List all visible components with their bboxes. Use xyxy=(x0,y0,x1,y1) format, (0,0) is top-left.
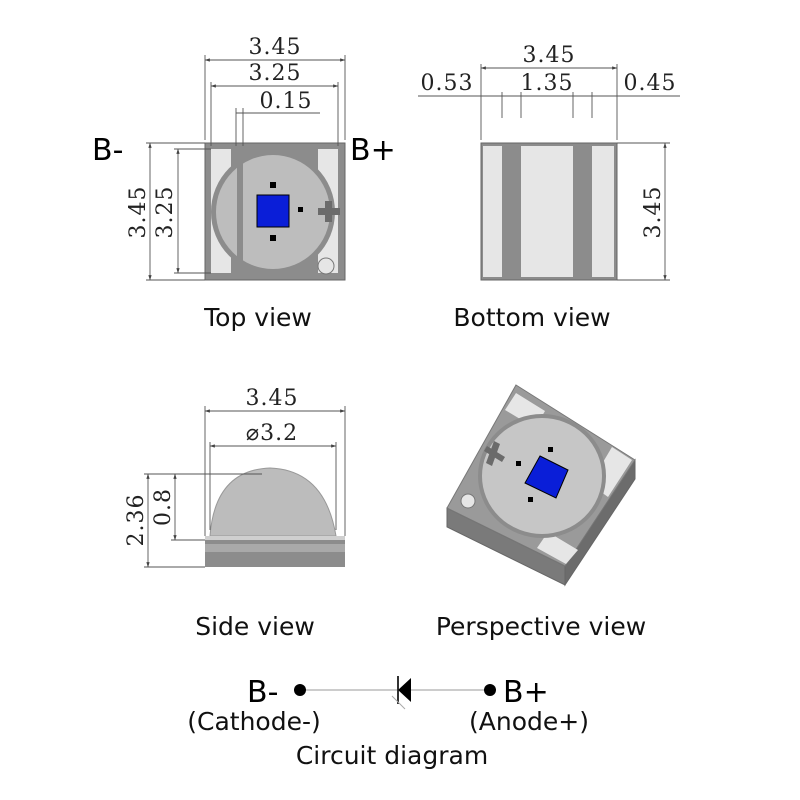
top-view-dim-width-inner: 3.25 xyxy=(249,61,302,86)
bottom-view-dim-center-pad: 1.35 xyxy=(521,71,574,96)
perspective-pad-bottom xyxy=(537,532,578,564)
top-view-dot-bottom xyxy=(270,235,276,241)
perspective-plus-marker-icon xyxy=(484,441,505,466)
top-view-label-left: B- xyxy=(92,133,123,168)
perspective-dot-3 xyxy=(528,497,533,502)
top-view-dim-gap: 0.15 xyxy=(260,89,313,114)
side-view-dim-width: 3.45 xyxy=(246,386,299,411)
side-view: 3.45 ⌀3.2 2.36 0.8 Side view xyxy=(124,386,346,641)
anode-terminal-dot xyxy=(484,684,496,696)
side-view-body-stripe xyxy=(205,544,345,552)
top-view-dot-top xyxy=(270,182,276,188)
top-view-chip xyxy=(256,194,290,228)
cathode-desc: (Cathode-) xyxy=(187,707,321,736)
top-view-polarity-circle xyxy=(317,257,335,275)
bottom-view-pad-right xyxy=(592,146,614,277)
side-view-dim-base-height: 0.8 xyxy=(151,488,176,526)
bottom-view-dim-left-pad: 0.53 xyxy=(421,71,474,96)
top-view-dim-height-outer: 3.45 xyxy=(126,186,151,239)
top-view: 3.45 3.25 0.15 3.45 3.25 B- B+ Top view xyxy=(92,35,396,332)
top-view-label-right: B+ xyxy=(350,133,396,168)
perspective-polarity-circle xyxy=(460,493,476,509)
diode-symbol-icon xyxy=(391,676,411,710)
bottom-view-dim-right-pad: 0.45 xyxy=(624,71,677,96)
bottom-view-dim-height: 3.45 xyxy=(641,186,666,239)
perspective-dot-1 xyxy=(516,461,521,466)
perspective-view: Perspective view xyxy=(436,384,646,641)
perspective-chip xyxy=(524,455,569,499)
bottom-view-dim-width: 3.45 xyxy=(523,43,576,68)
side-view-dim-lens-diameter: ⌀3.2 xyxy=(246,421,298,446)
anode-label: B+ xyxy=(503,675,549,710)
anode-desc: (Anode+) xyxy=(469,707,589,736)
perspective-dot-2 xyxy=(548,447,553,452)
plus-marker-icon xyxy=(318,201,340,222)
perspective-caption: Perspective view xyxy=(436,612,646,641)
bottom-view-pad-left xyxy=(483,146,502,277)
side-view-dim-total-height: 2.36 xyxy=(124,494,149,547)
side-view-lens-dome xyxy=(209,467,337,537)
circuit-diagram: B- B+ (Cathode-) (Anode+) Circuit diagra… xyxy=(187,675,589,770)
bottom-view-caption: Bottom view xyxy=(453,303,610,332)
side-view-lens-base xyxy=(205,536,345,540)
bottom-view-pad-center xyxy=(521,146,573,277)
bottom-view: 3.45 0.53 1.35 0.45 3.45 Bottom view xyxy=(418,43,680,332)
top-view-dot-right xyxy=(298,207,303,212)
top-view-dim-height-inner: 3.25 xyxy=(153,186,178,239)
side-view-caption: Side view xyxy=(195,612,315,641)
circuit-caption: Circuit diagram xyxy=(296,741,488,770)
cathode-label: B- xyxy=(247,675,278,710)
cathode-terminal-dot xyxy=(294,684,306,696)
top-view-caption: Top view xyxy=(203,303,312,332)
top-view-dim-width-outer: 3.45 xyxy=(249,35,302,60)
